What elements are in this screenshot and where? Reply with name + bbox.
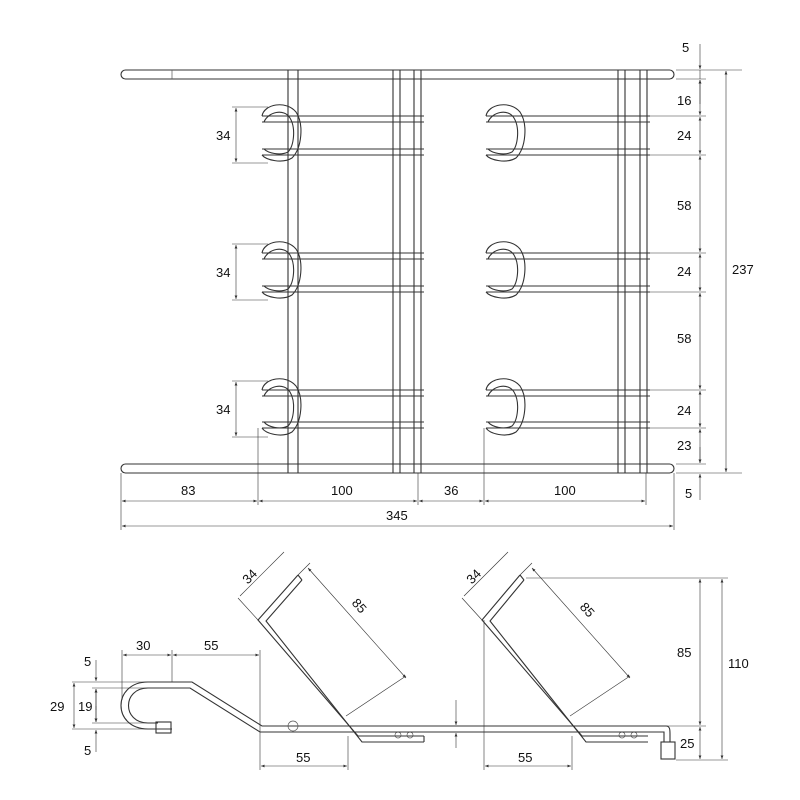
dim-overall-height: 237 — [732, 262, 754, 277]
dim-gap: 36 — [444, 483, 458, 498]
hook-right-1 — [485, 104, 650, 162]
hook-left-3 — [261, 378, 424, 436]
dim-bottom-rod: 5 — [685, 486, 692, 501]
dim-16: 16 — [677, 93, 691, 108]
hook-spacing-2: 34 — [216, 265, 230, 280]
bottom-rail — [120, 463, 675, 474]
top-view: 34 34 34 83 100 36 100 — [120, 40, 754, 530]
hook-spacing-dims: 34 34 34 — [216, 106, 268, 438]
right-hook-arm: 34 — [463, 566, 484, 587]
hook-left-1 — [261, 104, 424, 162]
foot-height: 25 — [680, 736, 694, 751]
side-hook-left — [257, 574, 425, 743]
horizontal-dims: 83 100 36 100 345 — [120, 428, 675, 530]
dim-top-rod: 5 — [682, 40, 689, 55]
dim-overall-width: 345 — [386, 508, 408, 523]
right-base: 55 — [518, 750, 532, 765]
end-to-hook: 55 — [204, 638, 218, 653]
end-top-thickness: 5 — [84, 654, 91, 669]
hook-left-2 — [261, 241, 424, 299]
right-hooks — [485, 104, 650, 436]
side-dims-base: 55 55 — [261, 620, 573, 770]
dim-left-offset: 83 — [181, 483, 195, 498]
hook-spacing-1: 34 — [216, 128, 230, 143]
end-inner: 19 — [78, 699, 92, 714]
end-bottom-thickness: 5 — [84, 743, 91, 758]
dim-24-a: 24 — [677, 128, 691, 143]
side-dims-height: 85 25 110 — [526, 577, 749, 761]
dim-58-a: 58 — [677, 198, 691, 213]
dim-24-b: 24 — [677, 264, 691, 279]
dim-left-section: 100 — [331, 483, 353, 498]
side-view: 34 85 34 85 5 29 — [50, 551, 749, 770]
vertical-dims: 5 16 24 58 24 58 24 23 5 237 — [650, 40, 754, 501]
dim-58-b: 58 — [677, 331, 691, 346]
overall-height: 110 — [728, 656, 749, 671]
side-hook-right — [481, 574, 648, 743]
hook-right-2 — [485, 241, 650, 299]
side-dims-end: 5 29 19 5 30 55 — [50, 638, 261, 770]
hook-right-3 — [485, 378, 650, 436]
side-middle-rail — [348, 725, 578, 733]
left-hook-length: 85 — [349, 595, 370, 616]
right-hook-length: 85 — [577, 599, 598, 620]
hook-spacing-3: 34 — [216, 402, 230, 417]
left-hooks — [261, 104, 424, 436]
vertical-rods — [287, 70, 648, 473]
side-rail — [120, 681, 348, 734]
left-base: 55 — [296, 750, 310, 765]
side-dims-right-hook: 34 85 — [461, 551, 631, 717]
dim-right-section: 100 — [554, 483, 576, 498]
end-width: 30 — [136, 638, 150, 653]
left-hook-arm: 34 — [239, 566, 260, 587]
top-rail — [120, 69, 675, 80]
dim-24-c: 24 — [677, 403, 691, 418]
end-height: 29 — [50, 699, 64, 714]
hook-height: 85 — [677, 645, 691, 660]
dim-23: 23 — [677, 438, 691, 453]
